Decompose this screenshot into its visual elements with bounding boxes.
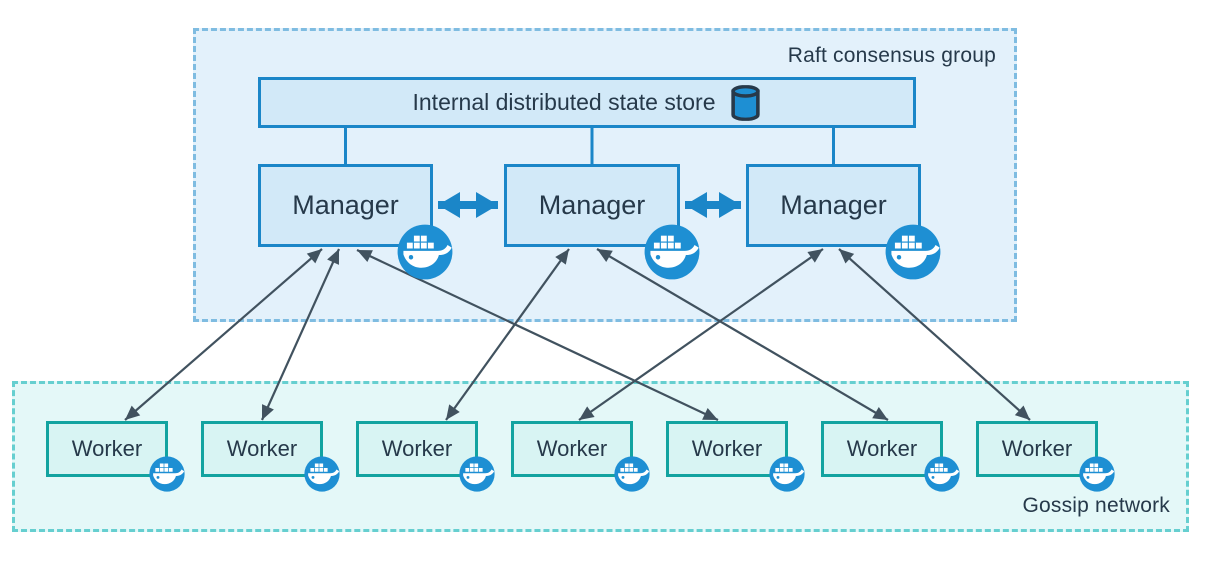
manager-label: Manager [538, 190, 646, 220]
worker-label: Worker [536, 436, 608, 461]
state-store-node: Internal distributed state store [258, 77, 916, 128]
manager-label: Manager [292, 190, 399, 220]
manager-node-1: Manager [258, 164, 433, 247]
worker-node-1: Worker [46, 421, 168, 477]
worker-node-3: Worker [356, 421, 478, 477]
worker-node-5: Worker [666, 421, 788, 477]
worker-label: Worker [691, 436, 763, 461]
worker-label: Worker [226, 436, 298, 461]
worker-node-4: Worker [511, 421, 633, 477]
worker-node-7: Worker [976, 421, 1098, 477]
worker-node-2: Worker [201, 421, 323, 477]
manager-node-3: Manager [746, 164, 921, 247]
manager-node-2: Manager [504, 164, 680, 247]
worker-label: Worker [1001, 436, 1073, 461]
worker-label: Worker [71, 436, 143, 461]
database-cylinder-icon [729, 85, 762, 121]
worker-node-6: Worker [821, 421, 943, 477]
gossip-network-label: Gossip network [1022, 494, 1170, 517]
worker-label: Worker [381, 436, 453, 461]
raft-group-label: Raft consensus group [787, 44, 996, 67]
manager-label: Manager [780, 190, 887, 220]
worker-label: Worker [846, 436, 918, 461]
state-store-label: Internal distributed state store [412, 89, 716, 115]
